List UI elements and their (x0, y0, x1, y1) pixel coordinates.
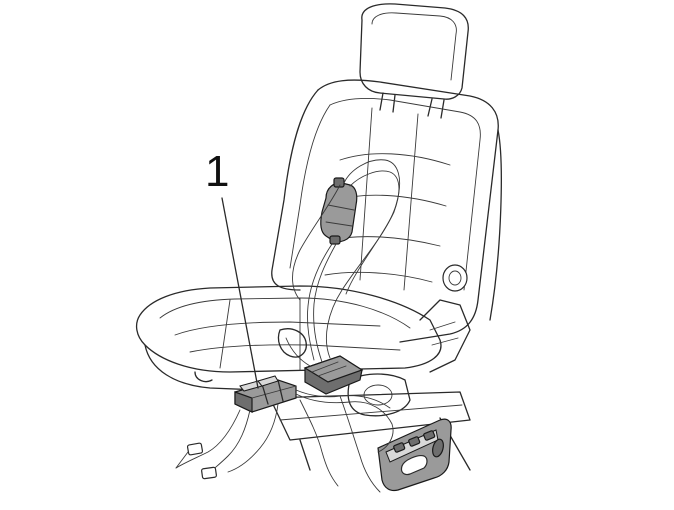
wiring-harness (175, 159, 400, 493)
callout-leader-line (221, 197, 259, 389)
callout-label-1: 1 (205, 147, 230, 196)
connector-plug-2 (201, 466, 217, 480)
connector-plug-1 (186, 442, 204, 456)
seat-switch-panel (377, 418, 452, 492)
loose-connectors (175, 442, 217, 480)
connector-block (234, 375, 297, 413)
headrest (359, 3, 469, 119)
seat-cushion (135, 285, 442, 391)
seat-control-module (303, 355, 364, 395)
recline-knob (442, 264, 468, 292)
seat-backrest (271, 79, 502, 343)
lumbar-pump (320, 177, 358, 245)
